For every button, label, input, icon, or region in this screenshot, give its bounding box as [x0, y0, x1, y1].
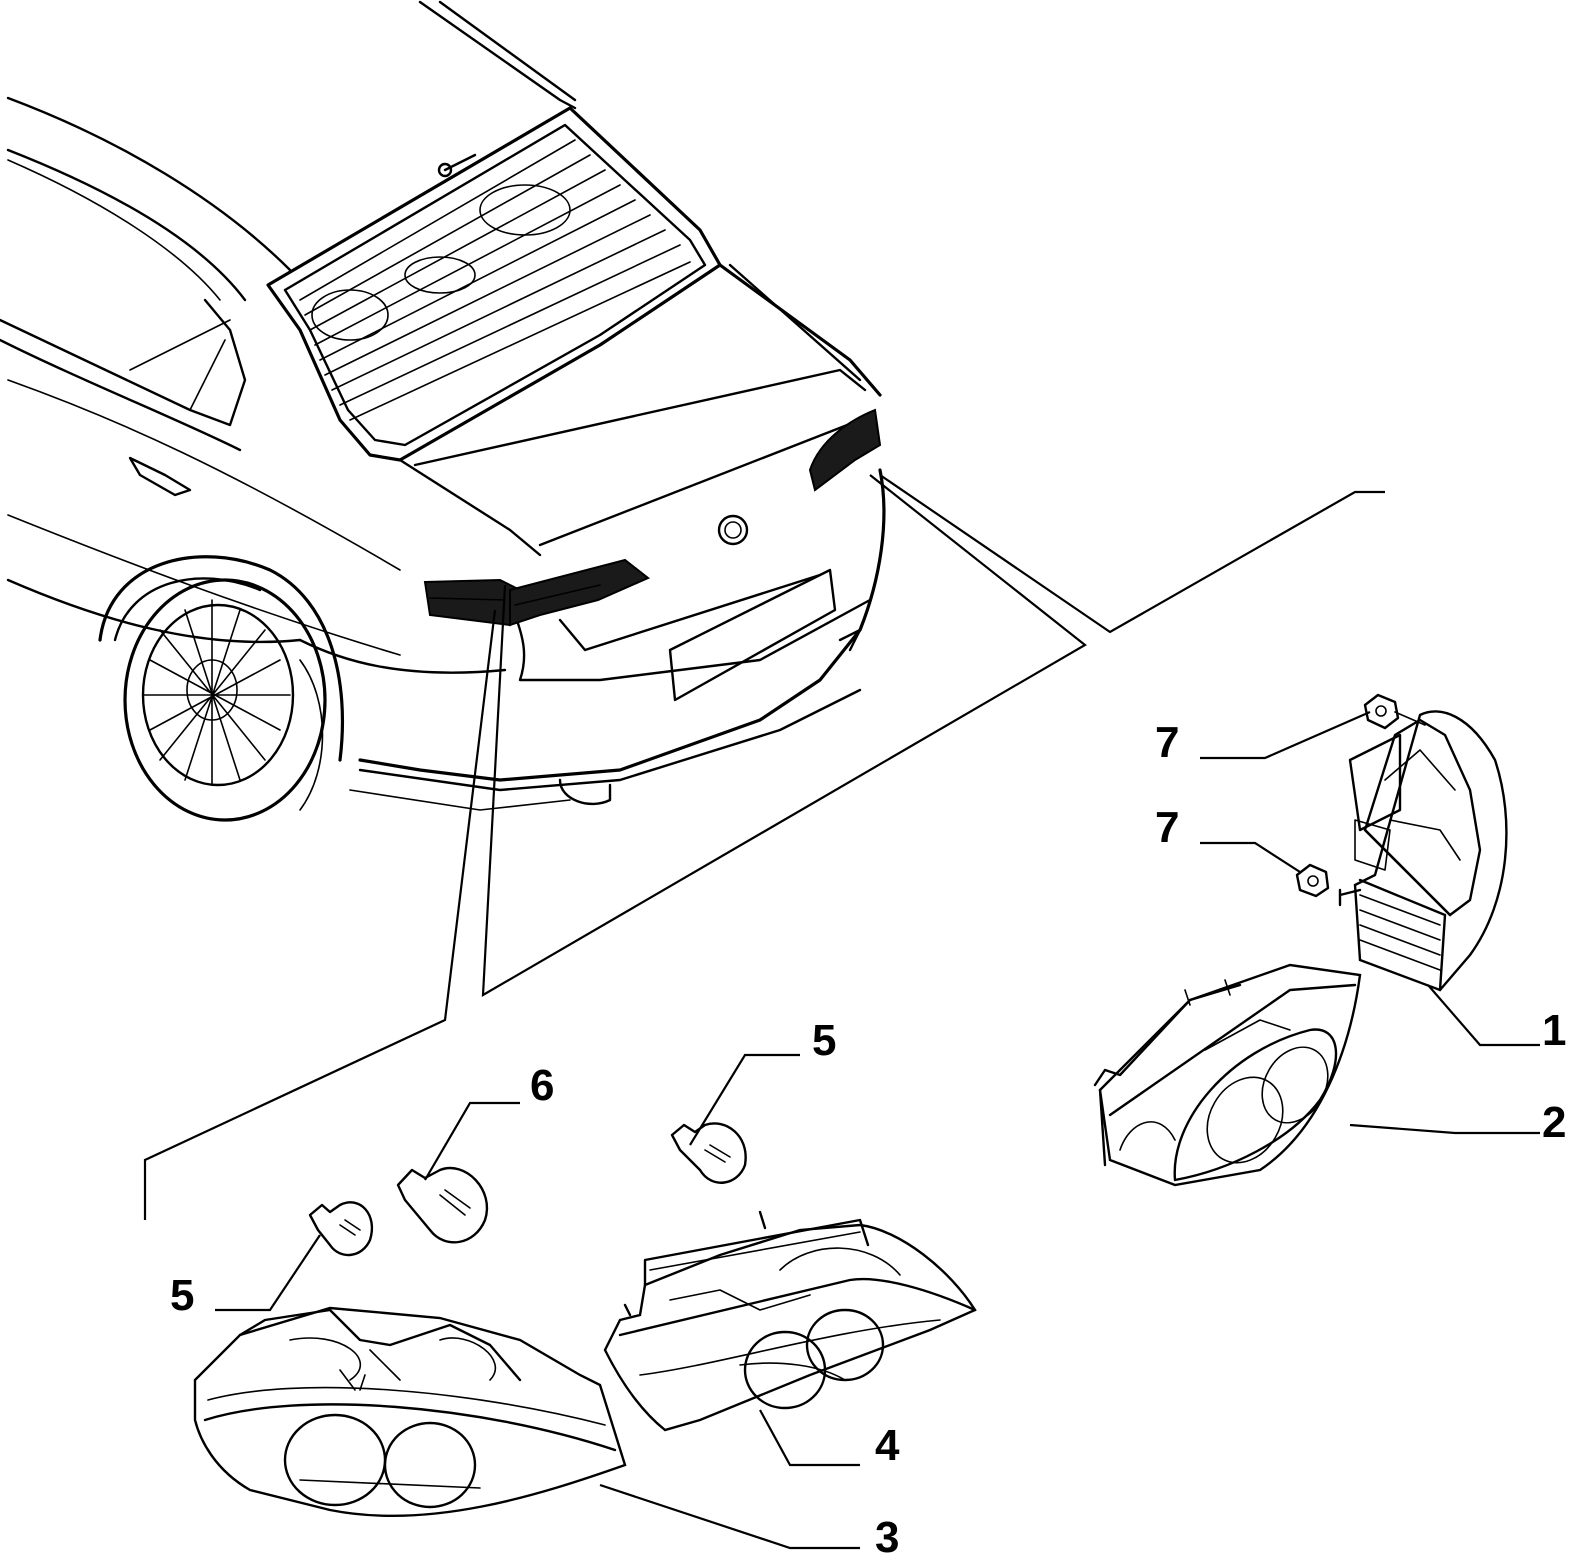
callout-7-lower: 7 — [1155, 803, 1179, 852]
car-rear-illustration — [0, 0, 886, 822]
nut-upper — [1363, 693, 1426, 730]
callout-4: 4 — [875, 1421, 900, 1470]
callout-6: 6 — [530, 1061, 554, 1110]
bulb-small-left — [308, 1201, 373, 1257]
callout-7-upper: 7 — [1155, 718, 1179, 767]
callout-leaders — [215, 710, 1540, 1550]
callout-2: 2 — [1542, 1098, 1566, 1147]
tail-light-inner-right — [1093, 963, 1362, 1187]
tail-light-outer-left — [193, 1306, 627, 1518]
tail-light-outer-right — [1338, 710, 1508, 992]
tail-light-inner-left — [603, 1210, 977, 1432]
callout-5-left: 5 — [170, 1271, 194, 1320]
callout-5-right: 5 — [812, 1016, 836, 1065]
bulb-large-center — [396, 1167, 488, 1244]
nut-lower — [1295, 863, 1330, 898]
callout-labels: 1 2 3 4 5 5 6 7 7 — [170, 718, 1566, 1557]
callout-3: 3 — [875, 1513, 899, 1557]
detail-leader-lines — [143, 474, 1385, 1220]
bulb-small-right — [670, 1122, 747, 1184]
callout-1: 1 — [1542, 1006, 1566, 1055]
